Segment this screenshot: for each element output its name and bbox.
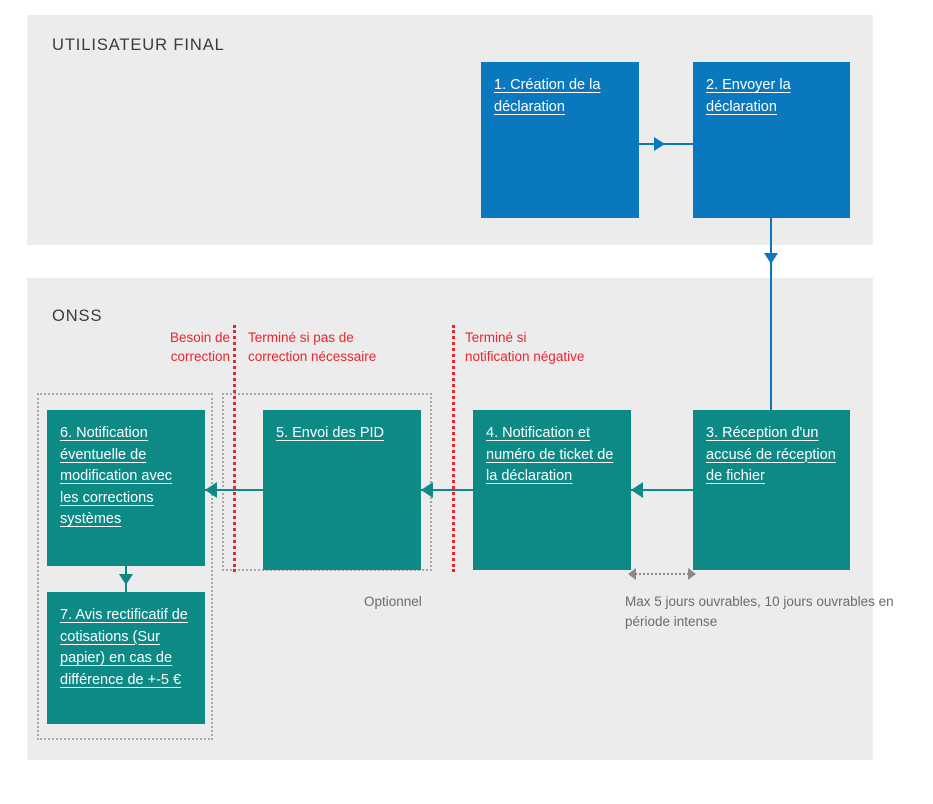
swimlane-title-onss: ONSS <box>52 307 103 325</box>
connector-4-to-5 <box>421 489 473 491</box>
arrowhead-4-to-5 <box>421 482 433 498</box>
connector-1-to-2 <box>639 143 693 145</box>
process-node-1-label: 1. Création de la déclaration <box>494 77 601 115</box>
process-node-3-label: 3. Réception d'un accusé de réception de… <box>706 425 836 484</box>
arrowhead-1-to-2 <box>654 137 665 151</box>
group-correction-branch <box>37 393 213 740</box>
process-node-1-creation-declaration[interactable]: 1. Création de la déclaration <box>481 62 639 218</box>
duration-measure-arrow <box>628 568 696 580</box>
connector-2-to-3 <box>770 218 772 410</box>
decision-label-termine-si-notification-negative: Terminé si notification négative <box>465 330 585 364</box>
decision-separator-left <box>233 325 236 572</box>
process-node-5-label: 5. Envoi des PID <box>276 425 384 441</box>
decision-separator-right <box>452 325 455 572</box>
arrowhead-2-to-3 <box>764 253 778 264</box>
process-node-7-label: 7. Avis rectificatif de cotisations (Sur… <box>60 607 188 688</box>
measure-arrowhead-left <box>628 568 636 580</box>
process-node-3-reception-accuse[interactable]: 3. Réception d'un accusé de réception de… <box>693 410 850 570</box>
process-node-4-label: 4. Notification et numéro de ticket de l… <box>486 425 614 484</box>
connector-3-to-4 <box>631 489 693 491</box>
measure-bar <box>635 573 689 575</box>
process-node-5-envoi-pid[interactable]: 5. Envoi des PID <box>263 410 421 570</box>
process-node-4-notification-ticket[interactable]: 4. Notification et numéro de ticket de l… <box>473 410 631 570</box>
process-node-2-label: 2. Envoyer la déclaration <box>706 77 791 115</box>
process-node-7-avis-rectificatif[interactable]: 7. Avis rectificatif de cotisations (Sur… <box>47 592 205 724</box>
decision-label-besoin-de-correction: Besoin de correction <box>169 330 230 364</box>
measure-arrowhead-right <box>688 568 696 580</box>
arrowhead-6-to-7 <box>119 574 133 585</box>
arrowhead-3-to-4 <box>631 482 643 498</box>
process-node-2-envoyer-declaration[interactable]: 2. Envoyer la déclaration <box>693 62 850 218</box>
connector-5-to-6 <box>205 489 263 491</box>
process-node-6-label: 6. Notification éventuelle de modificati… <box>60 425 173 527</box>
arrowhead-5-to-6 <box>205 482 217 498</box>
note-optionnel: Optionnel <box>364 594 422 609</box>
swimlane-title-utilisateur-final: UTILISATEUR FINAL <box>52 36 225 54</box>
note-delai-traitement: Max 5 jours ouvrables, 10 jours ouvrable… <box>625 594 894 629</box>
decision-label-termine-si-pas-de-correction: Terminé si pas de correction nécessaire <box>248 330 377 364</box>
process-node-6-notification-modification[interactable]: 6. Notification éventuelle de modificati… <box>47 410 205 566</box>
